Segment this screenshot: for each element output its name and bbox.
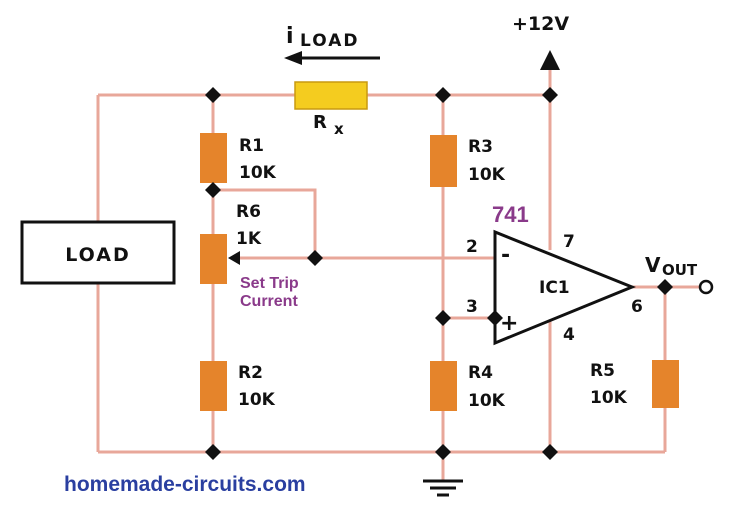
trim-note-line2: Current	[240, 293, 298, 310]
supply-label: +12V	[512, 13, 569, 35]
opamp-minus: -	[501, 243, 510, 268]
output-terminal-icon	[698, 279, 714, 295]
rx-label-sub: x	[334, 120, 344, 138]
current-label-sub: LOAD	[300, 31, 360, 51]
rx-label: R	[313, 112, 327, 133]
resistor-r5	[652, 360, 679, 408]
pin-2: 2	[466, 237, 478, 257]
r2-value: 10K	[238, 390, 276, 410]
pin-6: 6	[631, 297, 643, 317]
current-arrow	[284, 51, 380, 65]
pin-3: 3	[466, 297, 478, 317]
r2-name: R2	[238, 363, 263, 383]
r4-name: R4	[468, 363, 493, 383]
junction-dot	[307, 250, 323, 266]
trim-note-line1: Set Trip	[240, 275, 299, 292]
resistor-r1	[200, 133, 227, 183]
vout-label: V	[645, 253, 661, 277]
junction-dot	[487, 310, 503, 326]
resistor-r3	[430, 135, 457, 187]
r4-value: 10K	[468, 391, 506, 411]
load-box	[20, 220, 176, 285]
supply-arrow-icon	[540, 50, 560, 70]
junction-dots	[205, 87, 673, 460]
r5-value: 10K	[590, 388, 628, 408]
opamp-name: IC1	[539, 278, 570, 298]
r1-name: R1	[239, 136, 264, 156]
ground-icon	[423, 479, 463, 497]
junction-dot	[205, 444, 221, 460]
junction-dot	[542, 87, 558, 103]
junction-dot	[435, 87, 451, 103]
r6-value: 1K	[236, 229, 262, 249]
r1-value: 10K	[239, 163, 277, 183]
r5-name: R5	[590, 361, 615, 381]
pin-7: 7	[563, 232, 575, 252]
load-label: LOAD	[65, 244, 131, 266]
resistor-r2	[200, 361, 227, 411]
site-footer: homemade-circuits.com	[64, 473, 306, 496]
junction-dot	[435, 310, 451, 326]
junction-dot	[542, 444, 558, 460]
pin-4: 4	[563, 325, 575, 345]
vout-label-sub: OUT	[662, 261, 698, 279]
resistor-rx	[294, 81, 368, 110]
junction-dot	[435, 444, 451, 460]
current-label: i	[286, 24, 294, 49]
resistor-r6	[200, 234, 227, 284]
r3-name: R3	[468, 137, 493, 157]
junction-dot	[205, 182, 221, 198]
wire-r6-bypass	[213, 188, 317, 255]
r6-wiper-icon	[228, 251, 240, 265]
opamp-part: 741	[492, 202, 529, 227]
junction-dot	[205, 87, 221, 103]
opamp-triangle	[493, 229, 636, 346]
r6-name: R6	[236, 202, 261, 222]
junction-dot	[657, 279, 673, 295]
r3-value: 10K	[468, 165, 506, 185]
opamp-plus: +	[500, 311, 518, 336]
resistor-r4	[430, 361, 457, 411]
wires	[96, 60, 700, 480]
